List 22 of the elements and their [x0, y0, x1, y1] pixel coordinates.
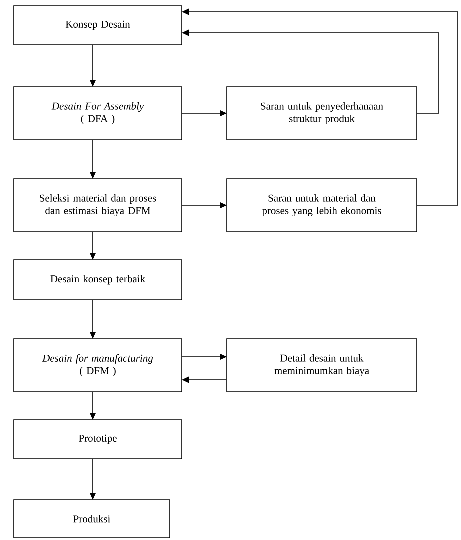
process-box: Desain for manufacturing ( DFM ): [14, 338, 182, 392]
arrow: [90, 392, 96, 420]
arrow: [182, 202, 227, 209]
arrow: [90, 232, 96, 260]
process-box: Desain konsep terbaik: [14, 260, 182, 300]
arrow: [90, 300, 96, 339]
process-box: Detail desain untuk meminimumkan biaya: [226, 338, 418, 392]
arrow: [90, 45, 96, 87]
arrow: [90, 140, 96, 179]
arrow: [182, 376, 227, 384]
arrow: [182, 110, 227, 117]
process-box: Saran untuk penyederhanaan struktur produk: [226, 86, 418, 140]
arrow: [182, 30, 440, 114]
process-box: Saran untuk material dan proses yang lebih ekonomis: [226, 178, 418, 232]
arrow: [182, 8, 458, 206]
process-box: Prototipe: [14, 420, 182, 460]
process-box: Desain For Assembly ( DFA ): [14, 86, 182, 140]
process-box: Seleksi material dan proses dan estimasi biaya DFM: [14, 178, 182, 232]
process-box: Konsep Desain: [14, 6, 182, 46]
arrow: [182, 354, 227, 360]
process-box: Produksi: [14, 500, 170, 538]
arrow: [90, 459, 96, 500]
